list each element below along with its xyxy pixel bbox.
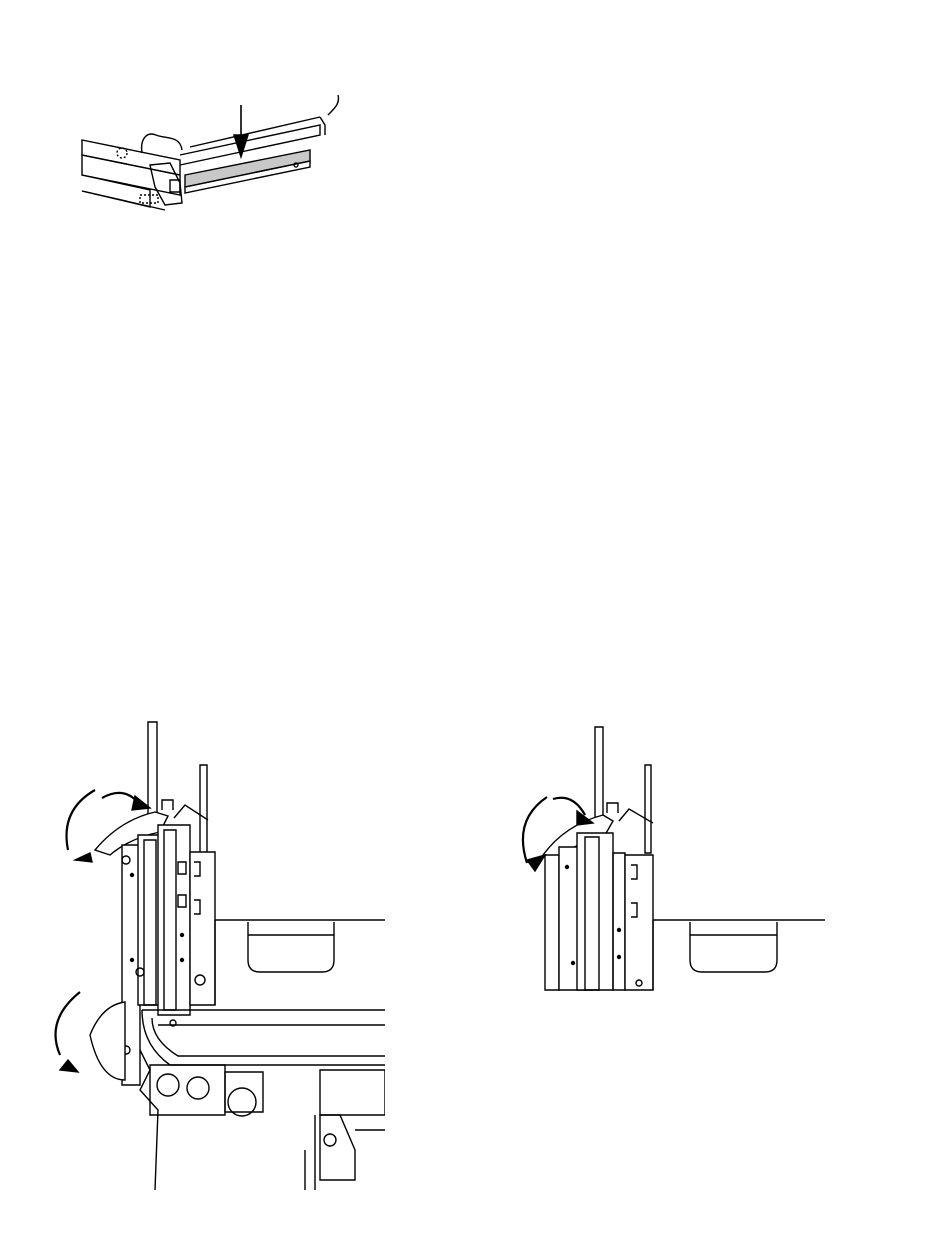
rotate-arc-top [67, 790, 95, 850]
recess-pocket [248, 922, 334, 972]
lower-cap [90, 1002, 125, 1080]
rotate-arc-bottom [56, 992, 81, 1055]
upright-c [625, 855, 653, 990]
left-rail-side [82, 155, 180, 195]
end-cap-removal-diagram [40, 710, 385, 1190]
figure-end-cap-installation [515, 715, 830, 1000]
figure-end-cap-removal [40, 710, 385, 1190]
dashed-slot [140, 195, 158, 203]
bracket-diagram [70, 95, 360, 225]
bracket-shaded [185, 150, 310, 187]
cap-panel [545, 855, 559, 990]
arrow-out-bottom-icon [60, 1060, 78, 1072]
end-cap-install-diagram [515, 715, 830, 1000]
down-arrow-icon [234, 135, 248, 157]
rod-short [645, 765, 651, 853]
figure-bracket-install [70, 95, 360, 225]
horizontal-rail [142, 1010, 385, 1065]
upright-c [190, 852, 215, 1005]
rod-tall [595, 727, 603, 827]
arrow-out-side-icon [75, 853, 92, 862]
rotate-arc [523, 797, 547, 863]
upright-b [577, 833, 613, 990]
upright-b [158, 825, 190, 1015]
hand-left [142, 134, 182, 153]
hand-right [328, 95, 339, 115]
recess-pocket [690, 922, 777, 972]
arrow-in-side-icon [527, 855, 545, 871]
rod-short [200, 765, 207, 853]
